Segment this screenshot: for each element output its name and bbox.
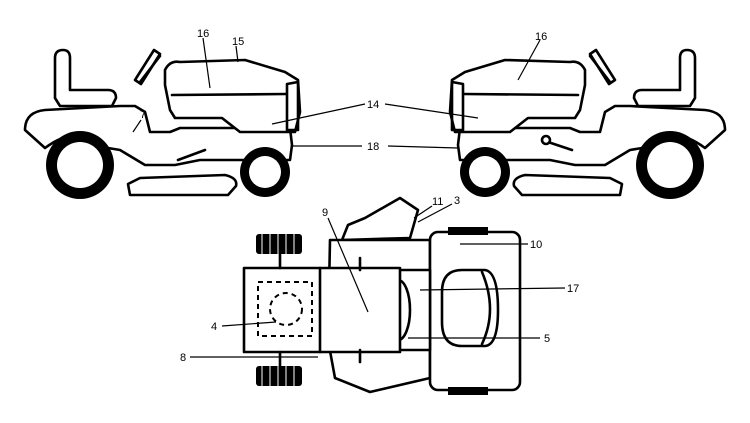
callout-label: 14 xyxy=(367,99,379,111)
callout-leader xyxy=(327,217,369,313)
callout-leader xyxy=(271,103,366,125)
callout-label: 4 xyxy=(211,321,217,333)
callout-leader xyxy=(384,103,479,119)
discharge-chute xyxy=(340,196,420,242)
callout-label: 7 xyxy=(140,109,146,121)
hood xyxy=(163,58,302,134)
callout-label: 17 xyxy=(567,283,579,295)
deck-lift-lever xyxy=(546,140,574,152)
callout-leader xyxy=(221,321,277,327)
front-tire-top xyxy=(256,234,302,254)
callout-label: 15 xyxy=(232,36,244,48)
mower-deck xyxy=(512,173,624,197)
mower-deck xyxy=(126,173,238,197)
callout-label: 18 xyxy=(367,141,379,153)
callout-leader xyxy=(235,45,239,63)
hood-grille-line xyxy=(462,92,580,97)
hood-grille-line xyxy=(170,92,288,97)
seat xyxy=(632,48,697,108)
hood-front xyxy=(450,80,465,132)
callout-leader xyxy=(517,39,541,81)
callout-labels: 16 15 7 14 18 16 9 11 3 10 17 4 5 8 xyxy=(140,28,579,364)
steering-wheel xyxy=(588,48,617,86)
rear-tire-top xyxy=(448,227,488,235)
tractor-side-view-left xyxy=(23,37,366,199)
callout-leader xyxy=(132,119,142,133)
hood-front xyxy=(285,80,300,132)
callout-label: 3 xyxy=(454,195,460,207)
callout-label: 16 xyxy=(535,31,547,43)
callout-label: 8 xyxy=(180,352,186,364)
callout-label: 16 xyxy=(197,28,209,40)
rear-tire-bottom xyxy=(448,387,488,395)
hood xyxy=(448,58,587,134)
tractor-side-view-right xyxy=(384,39,727,199)
callout-leader xyxy=(419,287,566,291)
front-tire-bottom xyxy=(256,366,302,386)
callout-label: 5 xyxy=(544,333,550,345)
callout-leader xyxy=(417,203,453,223)
deck-lift-lever xyxy=(176,148,207,162)
callout-label: 11 xyxy=(432,196,443,208)
hood-top xyxy=(242,266,402,354)
callout-leader xyxy=(387,145,459,149)
callout-leader xyxy=(202,37,211,89)
tractor-top-view xyxy=(190,196,566,395)
seat xyxy=(53,48,118,108)
callout-label: 10 xyxy=(530,239,542,251)
callout-label: 9 xyxy=(322,207,328,219)
steering-wheel xyxy=(133,48,162,86)
engine-outline xyxy=(257,281,313,337)
callout-leader xyxy=(413,205,433,219)
lever-knob xyxy=(540,134,552,146)
engine-fan-outline xyxy=(269,292,303,326)
